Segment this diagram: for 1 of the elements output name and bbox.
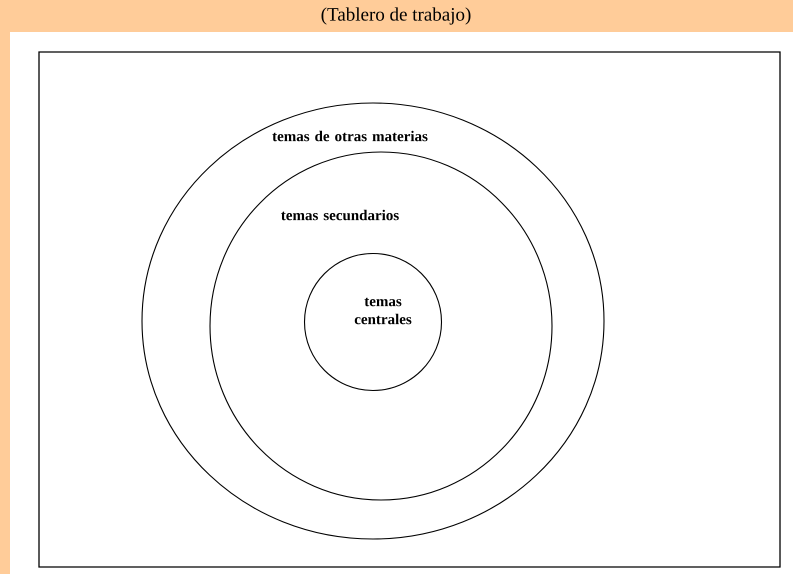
title: (Tablero de trabajo) [322,7,470,25]
